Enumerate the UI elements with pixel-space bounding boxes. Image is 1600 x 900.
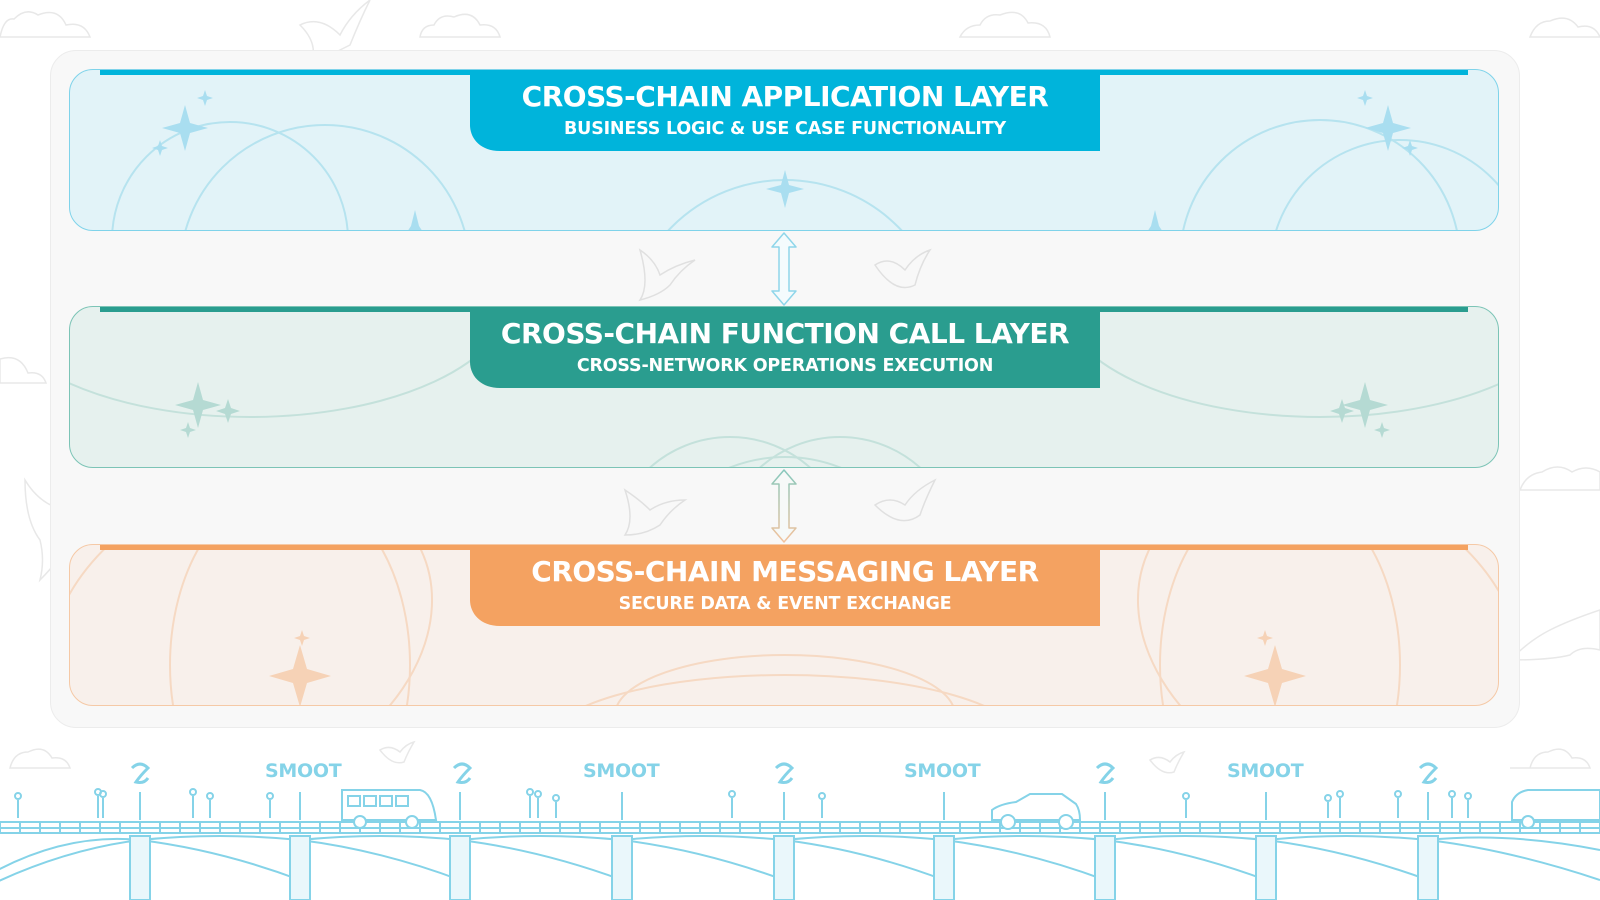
sparkle-icon <box>1330 399 1354 423</box>
sparkle-icon <box>1402 140 1418 156</box>
bird-icon <box>1148 750 1186 774</box>
sparkle-icon <box>175 382 221 428</box>
bird-icon <box>873 478 937 522</box>
sparkle-icon <box>766 170 804 208</box>
layer-title: CROSS-CHAIN MESSAGING LAYER <box>531 555 1039 588</box>
bird-icon <box>638 248 696 302</box>
cloud-icon <box>1528 17 1600 38</box>
layer-header-tab: CROSS-CHAIN MESSAGING LAYER SECURE DATA … <box>470 545 1100 627</box>
van-icon <box>1511 789 1600 821</box>
sparkle-icon <box>1365 105 1411 151</box>
bridge-illustration <box>0 762 1600 900</box>
cloud-icon <box>9 748 72 769</box>
sparkle-icon <box>408 210 422 230</box>
cloud-icon <box>1510 748 1592 769</box>
sparkle-icon <box>294 630 310 646</box>
logo-mark-icon <box>130 762 151 784</box>
logo-mark-icon <box>1418 762 1439 784</box>
bird-icon <box>378 740 416 764</box>
sparkle-icon <box>162 105 208 151</box>
layer-decoration <box>111 90 1498 230</box>
logo-mark-icon <box>1095 762 1116 784</box>
double-arrow-icon <box>771 469 797 543</box>
application-layer: CROSS-CHAIN APPLICATION LAYER BUSINESS L… <box>69 69 1499 231</box>
double-arrow-icon <box>771 232 797 306</box>
logo-mark-icon <box>774 762 795 784</box>
cloud-icon <box>0 11 92 38</box>
cloud-icon <box>958 11 1051 38</box>
bird-icon <box>873 248 932 289</box>
brand-text: SMOOT <box>904 760 981 782</box>
brand-text: SMOOT <box>265 760 342 782</box>
layer-header-tab: CROSS-CHAIN FUNCTION CALL LAYER CROSS-NE… <box>470 307 1100 389</box>
bird-icon <box>1508 609 1600 661</box>
messaging-layer: CROSS-CHAIN MESSAGING LAYER SECURE DATA … <box>69 544 1499 706</box>
layer-subtitle: SECURE DATA & EVENT EXCHANGE <box>618 594 952 614</box>
cloud-icon <box>1518 466 1600 491</box>
bird-icon <box>623 488 688 536</box>
brand-text: SMOOT <box>1227 760 1304 782</box>
layer-title: CROSS-CHAIN FUNCTION CALL LAYER <box>500 317 1070 350</box>
logo-mark-icon <box>452 762 473 784</box>
sparkle-icon <box>1374 422 1390 438</box>
sparkle-icon <box>1257 630 1273 646</box>
sparkle-icon <box>152 140 168 156</box>
sparkle-icon <box>1357 90 1373 106</box>
cloud-icon <box>419 13 501 38</box>
layer-subtitle: BUSINESS LOGIC & USE CASE FUNCTIONALITY <box>564 119 1006 139</box>
layer-title: CROSS-CHAIN APPLICATION LAYER <box>521 80 1049 113</box>
sparkle-icon <box>1244 645 1306 705</box>
layer-header-tab: CROSS-CHAIN APPLICATION LAYER BUSINESS L… <box>470 70 1100 152</box>
sparkle-icon <box>269 645 331 705</box>
sparkle-icon <box>216 399 240 423</box>
bus-icon <box>341 789 438 821</box>
cloud-icon <box>0 356 48 384</box>
sparkle-icon <box>197 90 213 106</box>
brand-text: SMOOT <box>583 760 660 782</box>
sparkle-icon <box>1148 210 1162 230</box>
layer-decoration <box>70 545 1498 705</box>
car-icon <box>991 793 1082 821</box>
sparkle-icon <box>1342 382 1388 428</box>
function-call-layer: CROSS-CHAIN FUNCTION CALL LAYER CROSS-NE… <box>69 306 1499 468</box>
layer-subtitle: CROSS-NETWORK OPERATIONS EXECUTION <box>576 356 994 376</box>
sparkle-icon <box>180 422 196 438</box>
layer-decoration <box>70 307 1498 467</box>
pedestrian-icon <box>14 788 1472 818</box>
